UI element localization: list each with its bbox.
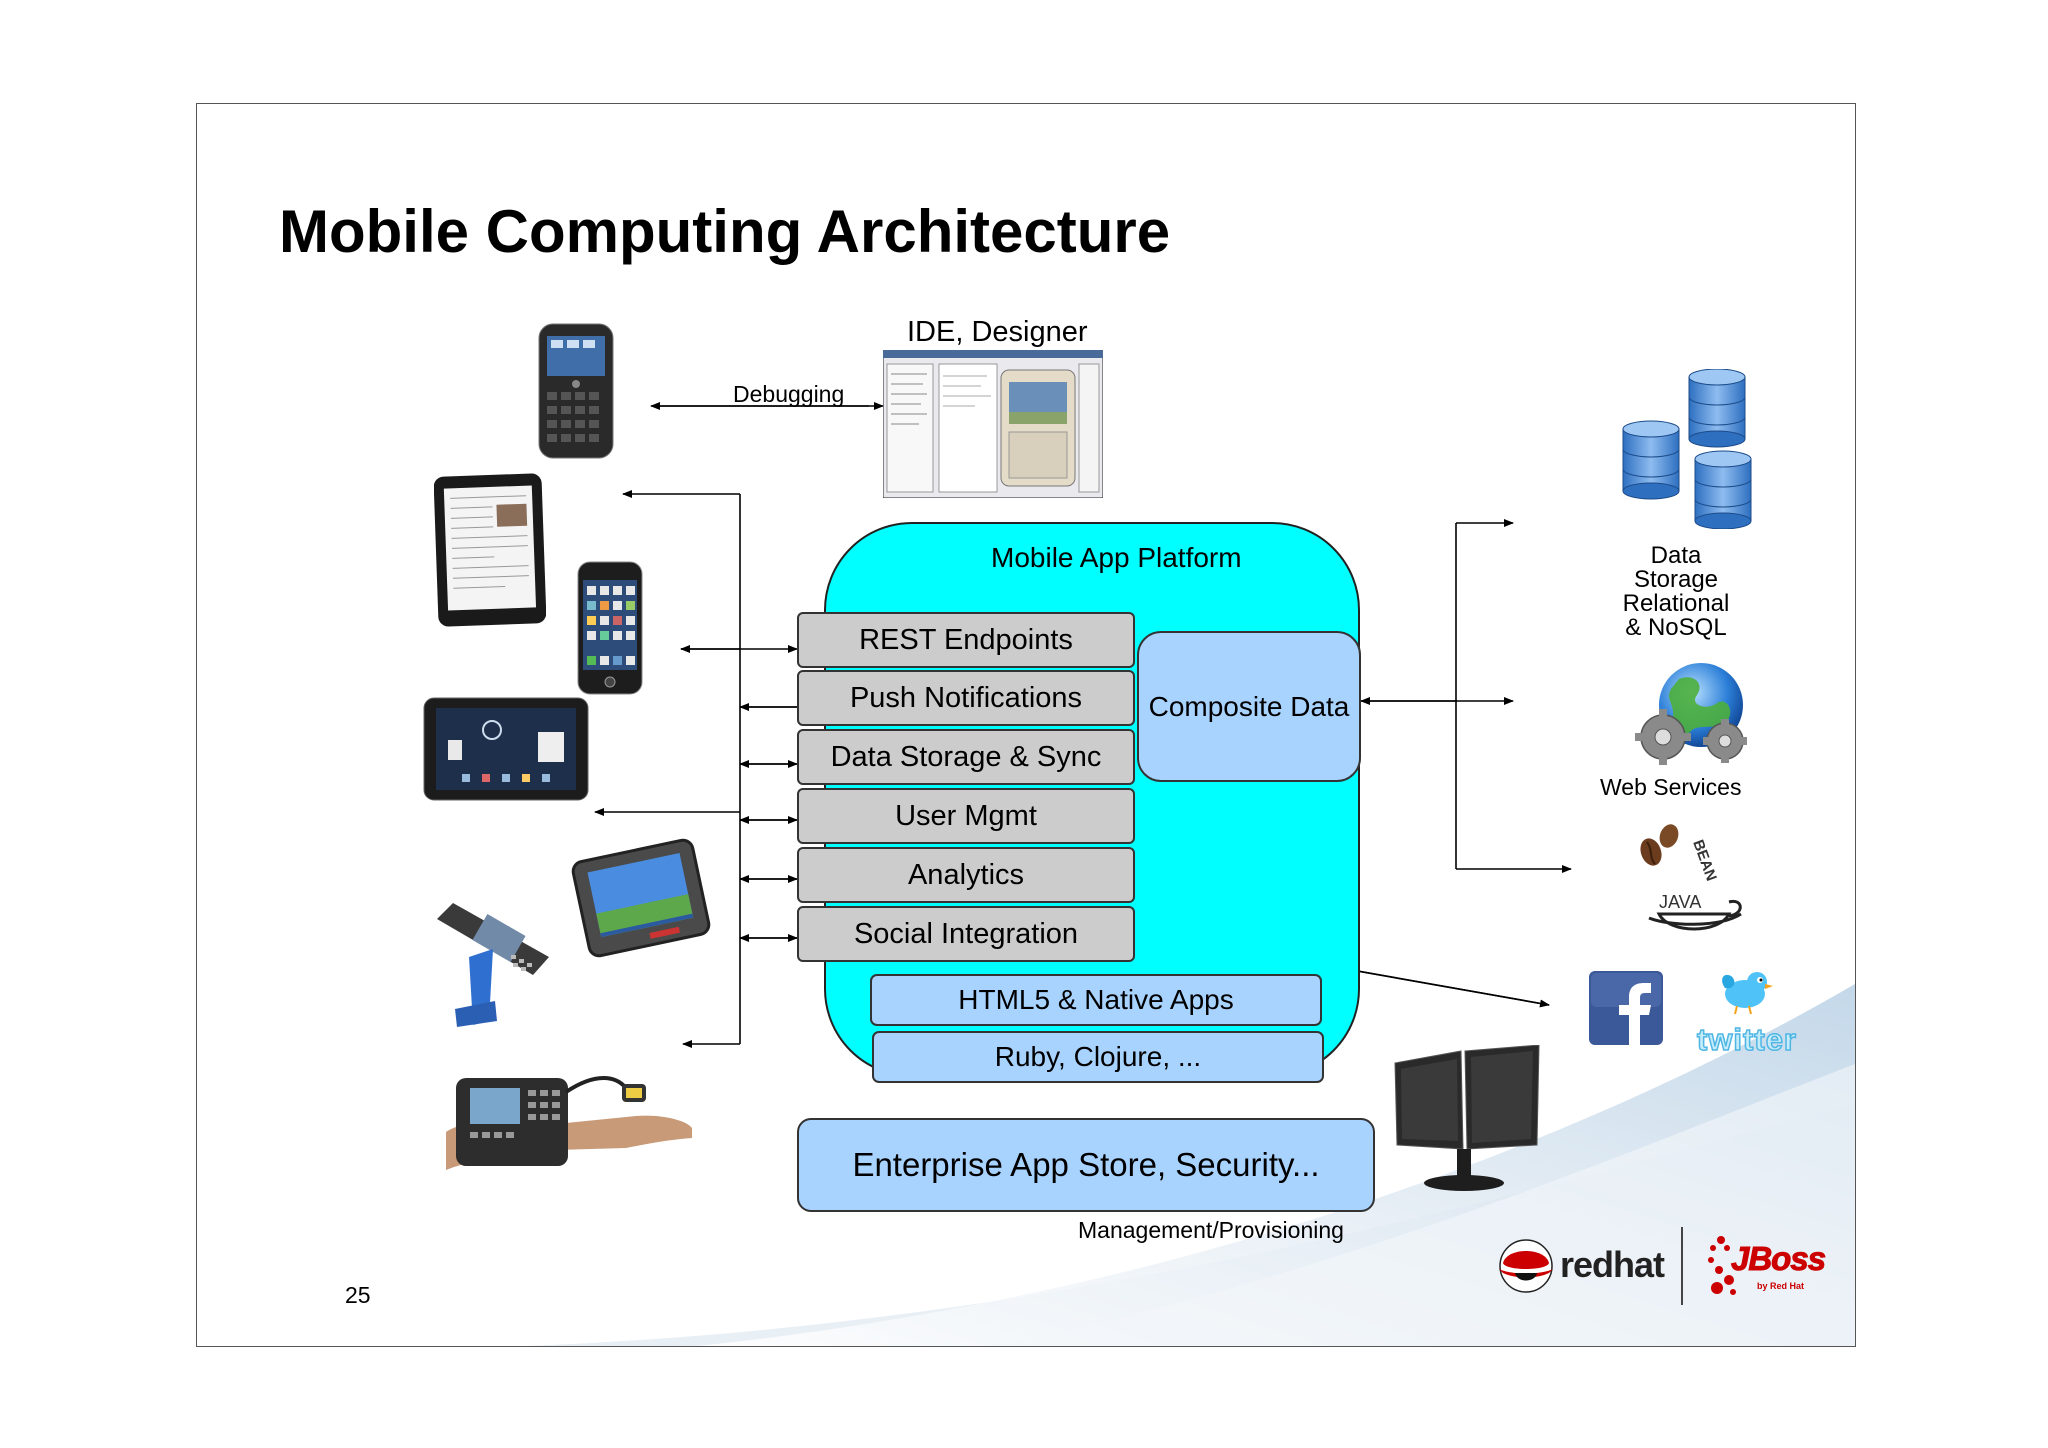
service-data-storage-sync: Data Storage & Sync bbox=[797, 729, 1135, 785]
service-social-integration: Social Integration bbox=[797, 906, 1135, 962]
data-storage-label: Data Storage Relational & NoSQL bbox=[1593, 544, 1759, 640]
ipad-tablet-image bbox=[434, 473, 546, 627]
slide-title: Mobile Computing Architecture bbox=[279, 198, 1171, 265]
twitter-bird-icon bbox=[1722, 972, 1773, 1015]
slide: Mobile Computing Architecture IDE, Desig… bbox=[196, 103, 1856, 1347]
data-storage-line: Data bbox=[1650, 542, 1702, 569]
ide-screenshot bbox=[883, 350, 1103, 498]
ide-label: IDE, Designer bbox=[907, 316, 1088, 348]
blackberry-phone-image bbox=[538, 323, 614, 459]
database-cylinders-icon bbox=[1622, 369, 1752, 529]
service-user-mgmt: User Mgmt bbox=[797, 788, 1135, 844]
service-push-notifications: Push Notifications bbox=[797, 670, 1135, 726]
facebook-icon bbox=[1589, 971, 1663, 1045]
dual-monitor-image bbox=[1394, 1045, 1540, 1191]
wearable-terminal-image bbox=[446, 1076, 692, 1170]
service-rest-endpoints: REST Endpoints bbox=[797, 612, 1135, 668]
data-storage-line: Storage bbox=[1633, 566, 1719, 593]
java-bean-text: BEAN bbox=[1689, 838, 1720, 884]
service-analytics: Analytics bbox=[797, 847, 1135, 903]
jboss-by-redhat: by Red Hat bbox=[1757, 1281, 1805, 1291]
android-tablet-image bbox=[423, 697, 589, 801]
page-number: 25 bbox=[345, 1282, 371, 1308]
barcode-scanner-image bbox=[437, 903, 549, 1027]
enterprise-app-store-box: Enterprise App Store, Security... bbox=[797, 1118, 1375, 1212]
rugged-tablet-image bbox=[571, 838, 711, 958]
ruby-clojure-box: Ruby, Clojure, ... bbox=[872, 1031, 1324, 1083]
redhat-shadowman-icon bbox=[1499, 1239, 1553, 1293]
platform-title: Mobile App Platform bbox=[991, 542, 1242, 573]
java-bean-logo: BEAN JAVA bbox=[1640, 824, 1742, 931]
data-storage-line: Relational bbox=[1622, 590, 1730, 617]
java-text: JAVA bbox=[1659, 892, 1701, 912]
management-provisioning-label: Management/Provisioning bbox=[1078, 1217, 1344, 1243]
web-services-globe-gears-icon bbox=[1635, 663, 1747, 765]
jboss-dots-icon bbox=[1708, 1236, 1736, 1295]
data-storage-line: & NoSQL bbox=[1625, 614, 1727, 641]
jboss-wordmark: JBoss bbox=[1730, 1240, 1826, 1278]
twitter-wordmark: twitter bbox=[1696, 1021, 1797, 1058]
debugging-label: Debugging bbox=[733, 381, 845, 407]
web-services-label: Web Services bbox=[1600, 774, 1742, 800]
composite-data-box: Composite Data bbox=[1137, 631, 1361, 782]
html5-native-apps-box: HTML5 & Native Apps bbox=[870, 974, 1322, 1026]
redhat-wordmark: redhat bbox=[1560, 1244, 1665, 1285]
iphone-image bbox=[577, 561, 643, 695]
logo-divider bbox=[1681, 1227, 1683, 1305]
